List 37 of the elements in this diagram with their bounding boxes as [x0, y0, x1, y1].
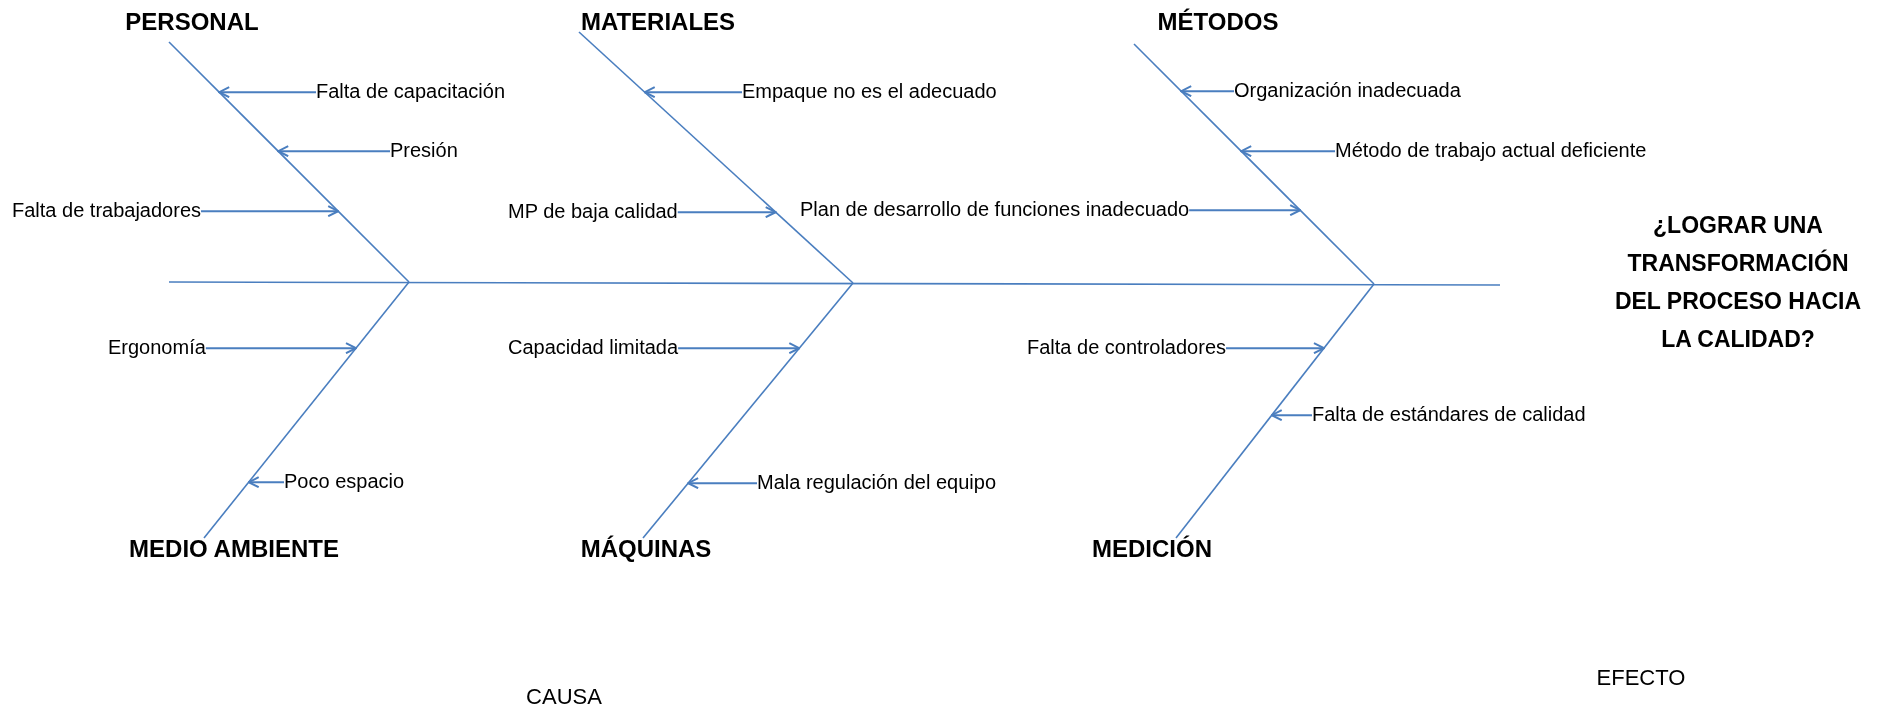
category-heading: MATERIALES [580, 8, 736, 36]
arrow [687, 477, 758, 490]
cause-label: Ergonomía [108, 335, 206, 359]
arrow [677, 342, 801, 355]
cause-label: Capacidad limitada [508, 335, 679, 359]
arrow [1188, 204, 1302, 217]
category-heading: MÉTODOS [1157, 8, 1279, 36]
arrow [676, 206, 777, 219]
arrow [1225, 342, 1325, 355]
arrow [200, 205, 340, 218]
cause-label: Falta de trabajadores [12, 198, 201, 222]
cause-label: Método de trabajo actual deficiente [1335, 138, 1647, 162]
caption-label: EFECTO [1596, 665, 1686, 691]
arrow [1180, 85, 1235, 98]
cause-label: Poco espacio [284, 469, 405, 493]
effect-label: ¿LOGRAR UNA TRANSFORMACIÓN DEL PROCESO HACIA LA CALIDAD? [1613, 211, 1863, 354]
caption-label: CAUSA [526, 684, 602, 710]
arrow [1240, 145, 1336, 158]
cause-label: Empaque no es el adecuado [742, 79, 997, 103]
category-heading: MEDIO AMBIENTE [129, 535, 339, 563]
arrow [277, 145, 391, 158]
category-heading: MÁQUINAS [580, 535, 712, 563]
cause-label: Falta de controladores [1027, 335, 1226, 359]
cause-label: Plan de desarrollo de funciones inadecuado [800, 197, 1190, 221]
cause-label: MP de baja calidad [508, 199, 678, 223]
cause-label: Mala regulación del equipo [757, 470, 997, 494]
cause-label: Organización inadecuada [1234, 78, 1461, 102]
arrow [1270, 409, 1313, 422]
arrow [204, 342, 357, 355]
arrow [247, 476, 285, 489]
arrow [643, 86, 743, 99]
cause-label: Falta de capacitación [316, 79, 505, 103]
cause-label: Presión [390, 138, 458, 162]
arrow [218, 86, 317, 99]
category-heading: MEDICIÓN [1092, 535, 1212, 563]
category-heading: PERSONAL [125, 8, 259, 36]
cause-label: Falta de estándares de calidad [1312, 402, 1586, 426]
